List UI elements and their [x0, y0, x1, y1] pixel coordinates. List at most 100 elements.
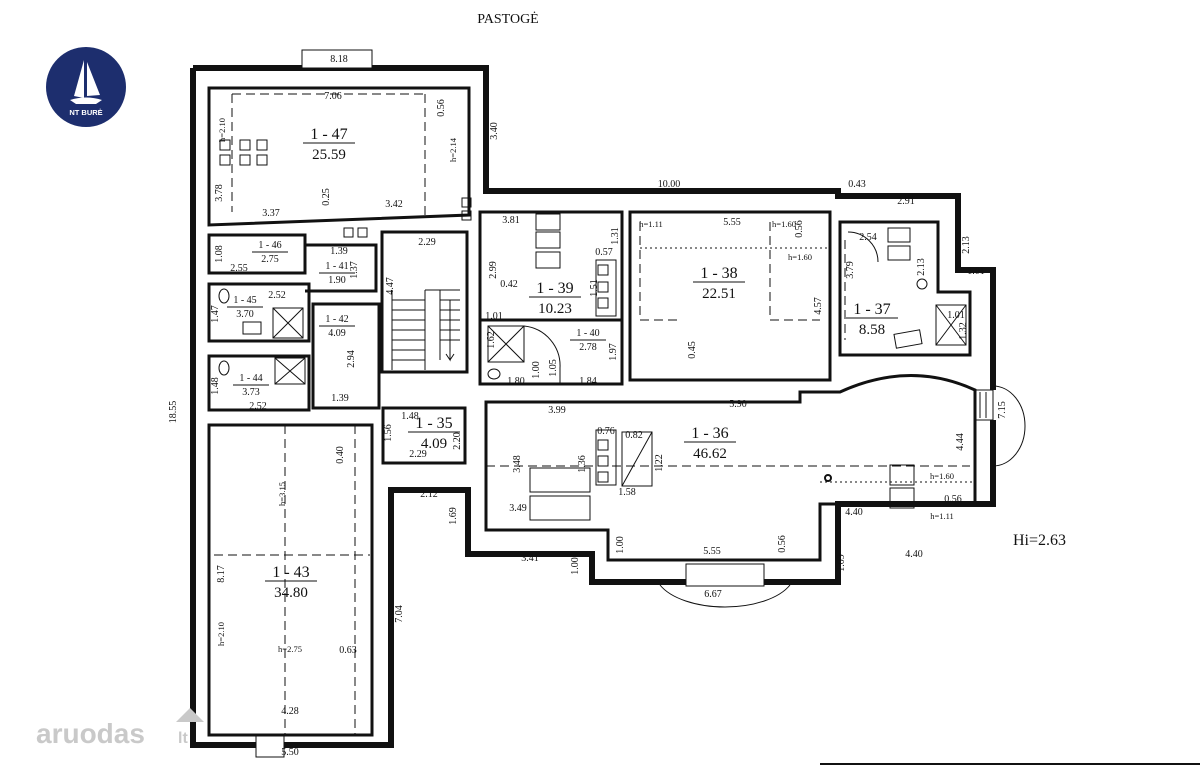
dimension-label: 2.29	[409, 449, 427, 460]
dimension-label: 1.32	[958, 322, 969, 340]
dimension-label: 1.37	[349, 261, 360, 279]
dimension-label: 4.44	[955, 433, 966, 451]
dimension-label: 0.63	[339, 645, 357, 656]
dimension-label: 5.55	[703, 546, 721, 557]
room-id: 1 - 46	[258, 240, 281, 251]
watermark: aruodas lt	[36, 708, 204, 749]
dimension-label: 1.69	[448, 507, 459, 525]
dimension-label: 8.17	[216, 565, 227, 583]
watermark-text: aruodas	[36, 718, 145, 749]
height-label: h=1.11	[639, 219, 663, 229]
dimension-label: 1.84	[579, 376, 597, 387]
room-id: 1 - 36	[691, 425, 728, 442]
dimension-label: 1.01	[947, 310, 965, 321]
room-label: 1 - 37 8.58	[846, 301, 898, 338]
dimension-label: 6.67	[704, 589, 722, 600]
dimension-label: 2.99	[488, 261, 499, 279]
dimension-label: 0.25	[321, 188, 332, 206]
dimension-label: 1.05	[548, 359, 559, 377]
dimension-label: 18.55	[168, 401, 179, 424]
roof-lines	[214, 93, 975, 735]
dimension-label: 7.15	[997, 401, 1008, 419]
dimension-label: 2.54	[859, 232, 877, 243]
dimension-label: 1.47	[210, 305, 221, 323]
dimension-label: 3.40	[489, 122, 500, 140]
dimension-label: 1.31	[610, 227, 621, 245]
dimension-label: 1.48	[401, 411, 419, 422]
logo-text: NT BURĖ	[69, 108, 102, 117]
dimension-label: 0.42	[500, 279, 518, 290]
height-label: h=1.60	[788, 252, 812, 262]
room-id: 1 - 37	[853, 301, 890, 318]
dimension-label: 3.48	[512, 455, 523, 473]
height-label: h=2.14	[448, 137, 458, 162]
room-id: 1 - 45	[233, 295, 256, 306]
room-area: 4.09	[328, 328, 346, 339]
dimension-label: 1.58	[618, 487, 636, 498]
dimension-label: 1.97	[608, 343, 619, 361]
dimension-label: 0.57	[595, 247, 613, 258]
window-top	[301, 49, 373, 69]
dimension-label: 1.36	[577, 455, 588, 473]
room-id: 1 - 47	[310, 126, 347, 143]
dimension-label: 2.55	[230, 263, 248, 274]
room-label: 1 - 42 4.09	[319, 314, 355, 339]
dimension-label: 5.55	[723, 217, 741, 228]
room-walls	[207, 86, 977, 737]
room-id: 1 - 35	[415, 415, 452, 432]
dimension-label: 4.40	[845, 507, 863, 518]
room-area: 10.23	[538, 301, 572, 317]
room-label: 1 - 411.90	[319, 261, 355, 286]
dimension-label: 1.01	[485, 311, 503, 322]
dimension-label: 2.94	[346, 350, 357, 368]
dimension-label: 3.41	[521, 553, 539, 564]
room-id: 1 - 42	[325, 314, 348, 325]
dimension-label: 7.06	[324, 91, 342, 102]
room-area: 3.70	[236, 309, 254, 320]
dimension-label: 0.56	[794, 220, 805, 238]
page-title: PASTOGĖ	[477, 11, 538, 27]
dimension-label: 1.62	[486, 331, 497, 349]
dimension-label: 2.52	[249, 401, 267, 412]
brand-logo: NT BURĖ	[46, 47, 126, 127]
dimension-label: 2.52	[268, 290, 286, 301]
logo-circle	[46, 47, 126, 127]
room-area: 8.58	[859, 322, 885, 338]
dimension-label: 3.78	[214, 184, 225, 202]
fixtures	[218, 139, 967, 521]
dimension-label: 0.56	[944, 494, 962, 505]
watermark-suffix: lt	[178, 730, 188, 747]
room-id: 1 - 40	[576, 328, 599, 339]
room-area: 4.09	[421, 436, 447, 452]
dimension-label: 2.91	[897, 196, 915, 207]
dimension-label: 5.90	[729, 399, 747, 410]
height-label: h=1.60	[772, 219, 796, 229]
dimension-label: 1.00	[531, 361, 542, 379]
dimension-label: 1.39	[330, 246, 348, 257]
dimension-label: 0.43	[848, 179, 866, 190]
dimension-label: 1.56	[383, 424, 394, 442]
dimension-label: 3.99	[548, 405, 566, 416]
room-id: 1 - 41	[325, 261, 348, 272]
room-id: 1 - 43	[272, 564, 309, 581]
room-id: 1 - 38	[700, 265, 737, 282]
room-label: 1 - 45 3.70	[227, 295, 263, 320]
dimension-label: 3.37	[262, 208, 280, 219]
room-area: 2.75	[261, 254, 279, 265]
dimension-label: 1.01	[967, 266, 985, 277]
height-label: h=1.60	[930, 471, 954, 481]
dimension-label: 10.00	[658, 179, 681, 190]
dimension-label: 1.80	[507, 376, 525, 387]
dimension-label: 3.81	[502, 215, 520, 226]
dimension-label: 1.22	[654, 454, 665, 472]
room-area: 2.78	[579, 342, 597, 353]
dimension-label: 5.50	[281, 747, 299, 758]
dimension-label: 4.28	[281, 706, 299, 717]
dimension-label: 4.47	[385, 277, 396, 295]
height-label: h=2.10	[217, 118, 227, 142]
dimension-label: 2.12	[420, 489, 438, 500]
